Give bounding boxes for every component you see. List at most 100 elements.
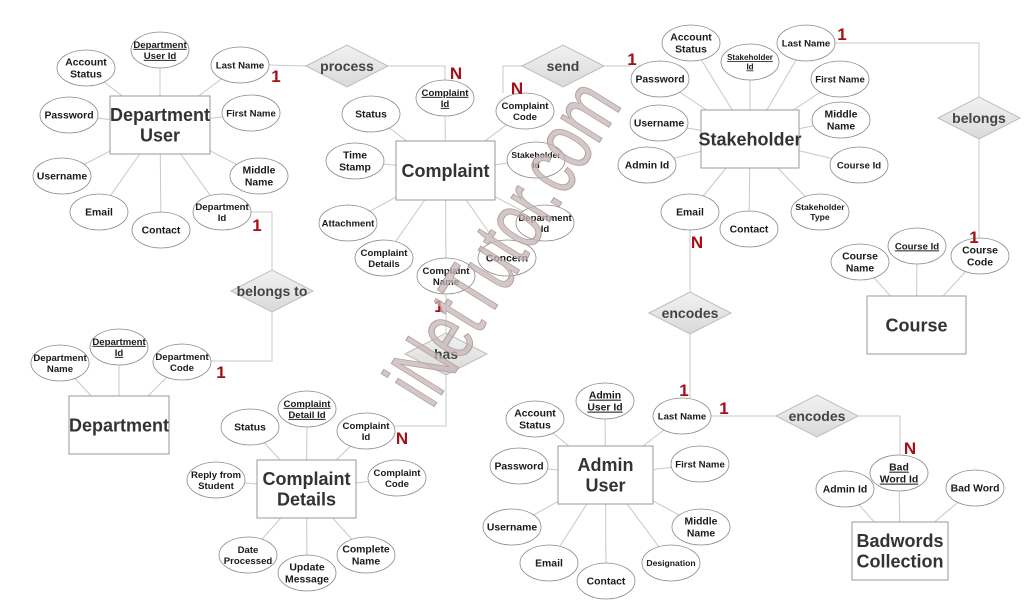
attribute-label: Contact <box>142 226 181 237</box>
attribute-label: Password <box>44 111 93 122</box>
attribute-label: Last Name <box>782 38 831 49</box>
entity-name: Stakeholder <box>698 129 801 149</box>
attribute-label: Course Id <box>837 160 881 171</box>
attribute-ellipse <box>519 544 579 582</box>
attribute-label: Contact <box>730 225 769 236</box>
attribute-email: Email <box>519 544 579 582</box>
relationship-label: send <box>547 58 580 74</box>
attribute-ellipse <box>277 390 337 428</box>
attribute-designation: Designation <box>641 544 701 582</box>
attribute-label: Attachment <box>322 218 376 229</box>
attribute-ellipse <box>229 157 289 195</box>
cardinality-label: 1 <box>216 363 225 382</box>
attribute-email: Email <box>660 193 720 231</box>
entity-box <box>557 445 654 505</box>
relationship-connector <box>835 42 980 97</box>
attribute-username: Username <box>629 104 689 142</box>
attribute-last-name: Last Name <box>652 397 712 435</box>
cardinality-label: N <box>691 233 703 252</box>
attribute-ellipse <box>367 459 427 497</box>
attribute-ellipse <box>186 461 246 499</box>
entity-box <box>851 521 949 581</box>
attribute-ellipse <box>210 46 270 84</box>
cardinality-label: 1 <box>719 399 728 418</box>
attribute-contact: Contact <box>131 211 191 249</box>
attribute-label: Username <box>37 172 87 183</box>
cardinality-label: 1 <box>271 67 280 86</box>
entity-name: Course <box>885 315 947 335</box>
entity-name: Department <box>69 415 169 435</box>
entity-box <box>256 459 357 519</box>
attribute-ellipse <box>670 445 730 483</box>
attribute-password: Password <box>39 96 99 134</box>
attribute-bad-word: Bad Word <box>945 469 1005 507</box>
attribute-ellipse <box>515 204 575 242</box>
cardinality-label: 1 <box>837 25 846 44</box>
entity-box <box>700 109 800 169</box>
relationship-diamond <box>774 394 860 438</box>
attribute-label: Last Name <box>216 60 265 71</box>
attribute-ellipse <box>671 508 731 546</box>
attribute-attachment: Attachment <box>318 204 378 242</box>
attribute-ellipse <box>629 104 689 142</box>
attribute-first-name: First Name <box>670 445 730 483</box>
attribute-ellipse <box>56 49 116 87</box>
attribute-ellipse <box>489 447 549 485</box>
attribute-username: Username <box>482 508 542 546</box>
cardinality-label: N <box>396 429 408 448</box>
relationship-connector <box>388 65 446 80</box>
attribute-label: Email <box>85 208 113 219</box>
attribute-ellipse <box>218 536 278 574</box>
attribute-ellipse <box>477 239 537 277</box>
attribute-ellipse <box>576 562 636 600</box>
attribute-label: Password <box>635 75 684 86</box>
attribute-ellipse <box>482 508 542 546</box>
attribute-ellipse <box>661 24 721 62</box>
attribute-ellipse <box>506 141 566 179</box>
attribute-label: Status <box>355 110 387 121</box>
attribute-ellipse <box>720 43 780 81</box>
attribute-ellipse <box>221 94 281 132</box>
relationship-connector <box>395 375 447 427</box>
attribute-label: Admin Id <box>823 485 867 496</box>
